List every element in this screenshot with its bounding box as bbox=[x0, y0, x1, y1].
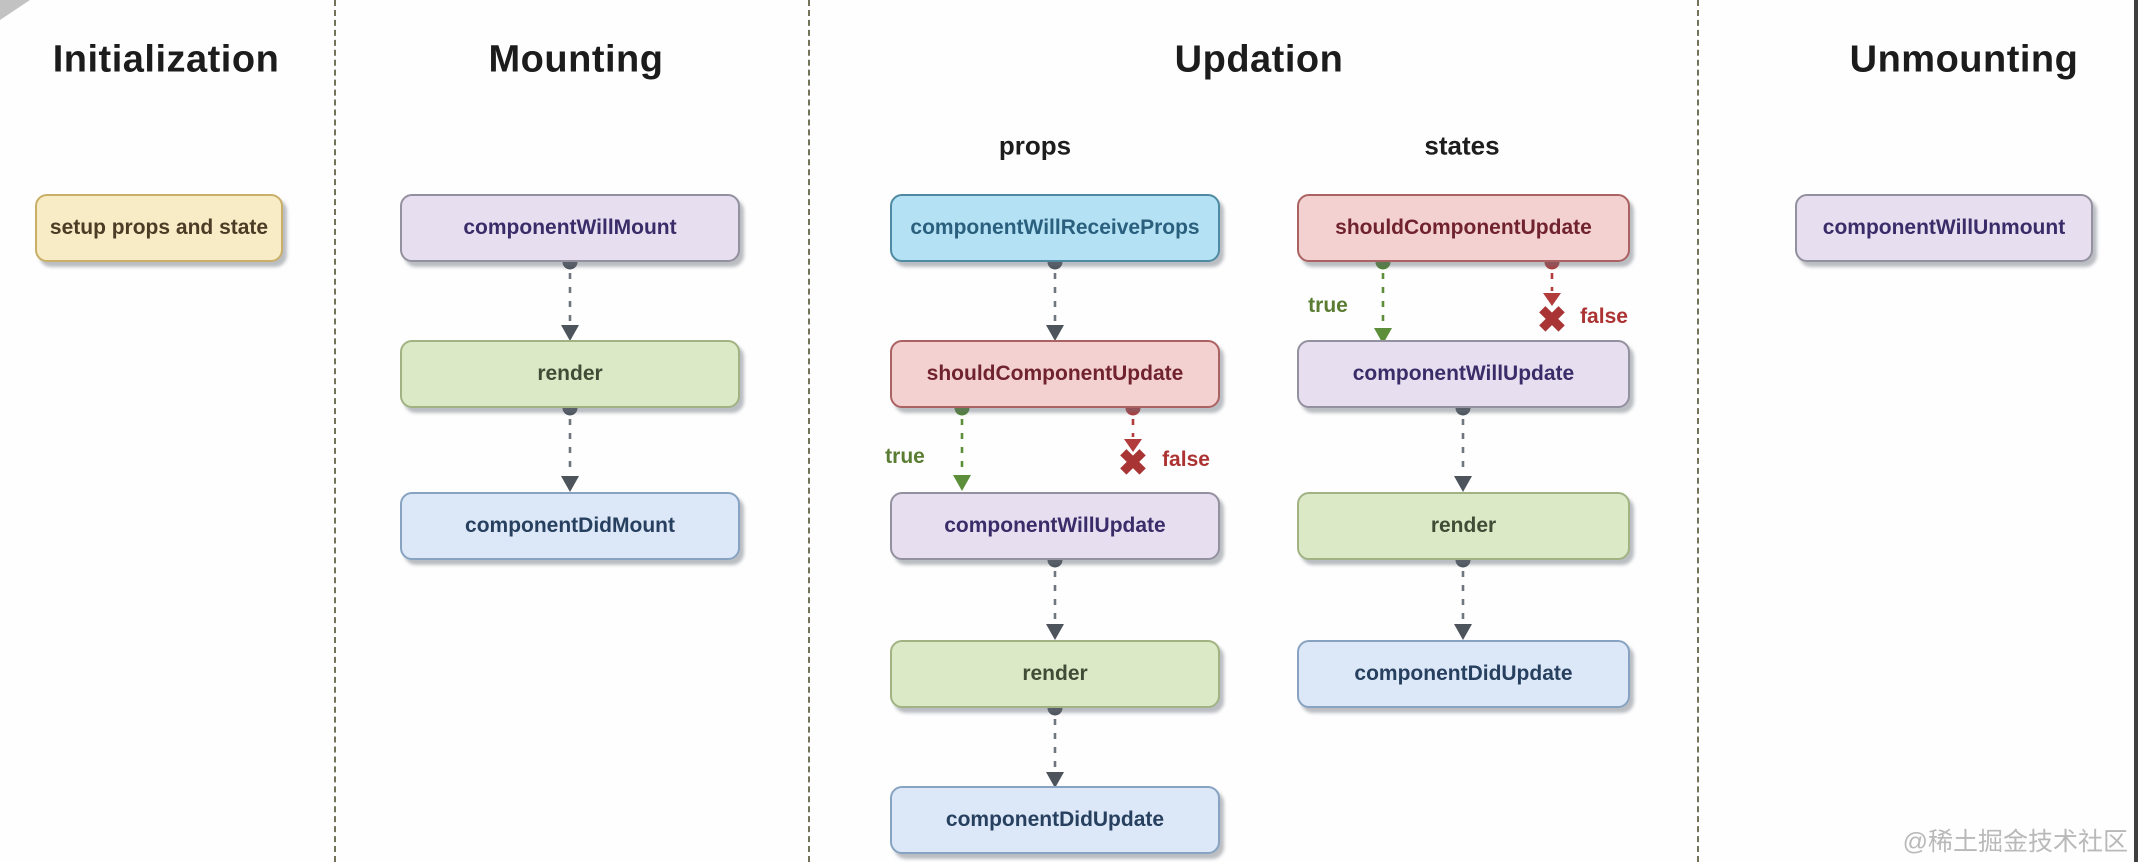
branch-label-false-states: false bbox=[1580, 305, 1628, 328]
column-title-mounting: Mounting bbox=[488, 38, 664, 81]
node-shouldcomponentupdate-states: shouldComponentUpdate bbox=[1297, 194, 1630, 262]
node-render-states: render bbox=[1297, 492, 1630, 560]
subcolumn-title-props: props bbox=[998, 130, 1072, 161]
watermark: @稀土掘金技术社区 bbox=[1902, 828, 2128, 856]
node-render-mounting: render bbox=[400, 340, 740, 408]
x-mark-icon: ✖ bbox=[1117, 442, 1149, 483]
node-componentwillreceiveprops: componentWillReceiveProps bbox=[890, 194, 1220, 262]
screen-edge-line bbox=[2134, 0, 2138, 862]
arrowhead-icon bbox=[1046, 624, 1064, 640]
node-render-props: render bbox=[890, 640, 1220, 708]
branch-label-true-props: true bbox=[885, 445, 925, 468]
node-componentdidupdate-props: componentDidUpdate bbox=[890, 786, 1220, 854]
x-mark-icon: ✖ bbox=[1536, 299, 1568, 340]
arrowhead-icon bbox=[1046, 325, 1064, 341]
corner-artifact bbox=[0, 0, 30, 20]
true-arrowhead-icon bbox=[953, 475, 971, 491]
node-componentwillupdate-states: componentWillUpdate bbox=[1297, 340, 1630, 408]
column-divider bbox=[808, 0, 810, 862]
arrowhead-icon bbox=[1454, 624, 1472, 640]
arrowhead-icon bbox=[1454, 476, 1472, 492]
column-title-updation: Updation bbox=[1174, 38, 1344, 81]
branch-label-true-states: true bbox=[1308, 294, 1348, 317]
column-divider bbox=[334, 0, 336, 862]
branch-label-false-props: false bbox=[1162, 448, 1210, 471]
node-componentwillunmount: componentWillUnmount bbox=[1795, 194, 2093, 262]
column-title-initialization: Initialization bbox=[52, 38, 280, 81]
arrowhead-icon bbox=[561, 476, 579, 492]
node-componentdidmount: componentDidMount bbox=[400, 492, 740, 560]
node-componentwillupdate-props: componentWillUpdate bbox=[890, 492, 1220, 560]
subcolumn-title-states: states bbox=[1424, 130, 1500, 161]
column-divider bbox=[1697, 0, 1699, 862]
column-title-unmounting: Unmounting bbox=[1849, 38, 2079, 81]
node-componentdidupdate-states: componentDidUpdate bbox=[1297, 640, 1630, 708]
node-setup-props-and-state: setup props and state bbox=[35, 194, 283, 262]
node-componentwillmount: componentWillMount bbox=[400, 194, 740, 262]
node-shouldcomponentupdate-props: shouldComponentUpdate bbox=[890, 340, 1220, 408]
arrowhead-icon bbox=[561, 325, 579, 341]
